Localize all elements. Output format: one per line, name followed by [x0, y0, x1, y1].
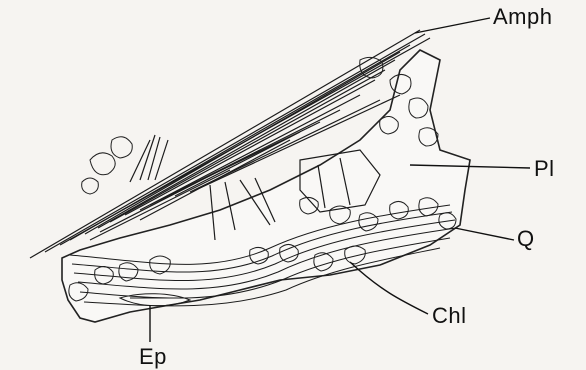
label-quartz: Q — [517, 228, 535, 250]
label-epidote: Ep — [139, 346, 167, 368]
label-plagioclase: Pl — [534, 158, 555, 180]
label-chlorite: Chl — [432, 305, 467, 327]
label-amphibole: Amph — [493, 6, 552, 28]
rock-outline — [62, 50, 470, 322]
amphibole-sheaf — [130, 135, 168, 182]
